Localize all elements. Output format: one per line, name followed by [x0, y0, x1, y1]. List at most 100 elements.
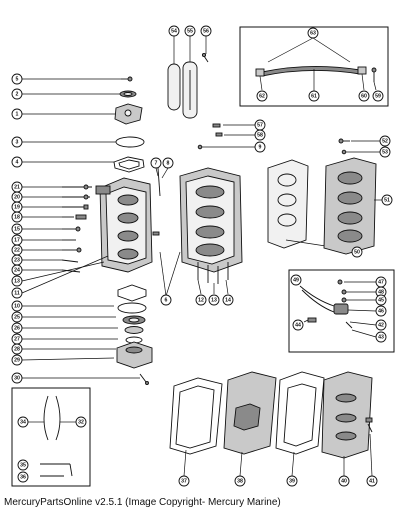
callout-circle [11, 223, 23, 235]
callout-circle [381, 194, 393, 206]
callout-61: 61 [308, 90, 320, 102]
fuel-line-kit-box [239, 26, 389, 107]
callout-circle [17, 459, 29, 471]
callout-27: 27 [11, 333, 23, 345]
callout-7: 7 [150, 157, 162, 169]
callout-number: 4 [16, 159, 19, 165]
callout-53: 53 [379, 146, 391, 158]
callout-44: 44 [292, 319, 304, 331]
callout-number: 40 [341, 478, 347, 484]
bottom-plates [169, 371, 373, 477]
callout-41: 41 [366, 475, 378, 487]
callout-2: 2 [11, 88, 23, 100]
callout-63: 63 [307, 27, 319, 39]
callout-45: 45 [375, 294, 387, 306]
callout-number: 38 [237, 478, 243, 484]
crankcase-half [95, 177, 153, 273]
callout-circle [162, 157, 174, 169]
callout-12: 12 [195, 294, 207, 306]
lower-bearing-stack [116, 284, 153, 385]
callout-circle [178, 475, 190, 487]
callout-number: 63 [310, 30, 316, 36]
callout-number: 32 [78, 419, 84, 425]
callout-10: 10 [11, 300, 23, 312]
callout-35: 35 [17, 459, 29, 471]
callout-11: 11 [11, 287, 23, 299]
callout-circle [358, 90, 370, 102]
callout-number: 19 [14, 204, 20, 210]
callout-circle [11, 372, 23, 384]
callout-54: 54 [168, 25, 180, 37]
callout-circle [11, 211, 23, 223]
callout-circle [208, 294, 220, 306]
callout-number: 46 [378, 308, 384, 314]
callout-circle [11, 287, 23, 299]
callout-circle [11, 156, 23, 168]
callout-number: 12 [198, 297, 204, 303]
callout-number: 15 [14, 226, 20, 232]
callout-circle [11, 136, 23, 148]
wiring-kit-box [288, 269, 395, 353]
callout-number: 59 [375, 93, 381, 99]
callout-circle [290, 274, 302, 286]
callout-43: 43 [375, 331, 387, 343]
callout-number: 53 [382, 149, 388, 155]
callout-number: 52 [382, 138, 388, 144]
callout-number: 23 [14, 257, 20, 263]
callout-28: 28 [11, 343, 23, 355]
exploded-parts-diagram: 5213421201918151722232413111025262728293… [11, 25, 395, 487]
callout-25: 25 [11, 311, 23, 323]
callout-circle [150, 157, 162, 169]
callout-circle [379, 146, 391, 158]
callout-number: 30 [14, 375, 20, 381]
callout-number: 37 [181, 478, 187, 484]
callout-circle [351, 246, 363, 258]
callout-58: 58 [254, 129, 266, 141]
callout-circle [338, 475, 350, 487]
callout-23: 23 [11, 254, 23, 266]
callout-number: 26 [14, 325, 20, 331]
callout-number: 1 [16, 111, 19, 117]
wiring-kit [299, 279, 377, 338]
callout-circle [11, 322, 23, 334]
callout-circle [75, 416, 87, 428]
callout-circle [200, 25, 212, 37]
callout-number: 2 [16, 91, 19, 97]
callout-number: 39 [289, 478, 295, 484]
callout-number: 50 [354, 249, 360, 255]
callout-number: 34 [20, 419, 26, 425]
callout-17: 17 [11, 234, 23, 246]
callout-circle [375, 331, 387, 343]
callout-number: 21 [14, 184, 20, 190]
callout-number: 20 [14, 194, 20, 200]
callout-18: 18 [11, 211, 23, 223]
callout-9: 9 [254, 141, 266, 153]
callout-48: 48 [375, 286, 387, 298]
callout-49: 49 [290, 274, 302, 286]
callout-36: 36 [17, 471, 29, 483]
callout-circle [222, 294, 234, 306]
callout-22: 22 [11, 244, 23, 256]
callout-1: 1 [11, 108, 23, 120]
callout-56: 56 [200, 25, 212, 37]
callout-60: 60 [358, 90, 370, 102]
callout-circle [11, 343, 23, 355]
callout-46: 46 [375, 305, 387, 317]
cylinder-block [152, 167, 243, 297]
callout-circle [308, 90, 320, 102]
callout-number: 55 [187, 28, 193, 34]
callout-circle [11, 73, 23, 85]
callout-circle [11, 264, 23, 276]
callout-14: 14 [222, 294, 234, 306]
callout-number: 8 [167, 160, 170, 166]
callout-circle [160, 294, 172, 306]
fuel-line-kit [255, 37, 377, 92]
hose-kit-box [11, 387, 91, 487]
callout-circle [168, 25, 180, 37]
callout-number: 17 [14, 237, 20, 243]
callout-circle [11, 275, 23, 287]
callout-26: 26 [11, 322, 23, 334]
callout-number: 29 [14, 357, 20, 363]
callout-number: 56 [203, 28, 209, 34]
callout-circle [11, 88, 23, 100]
